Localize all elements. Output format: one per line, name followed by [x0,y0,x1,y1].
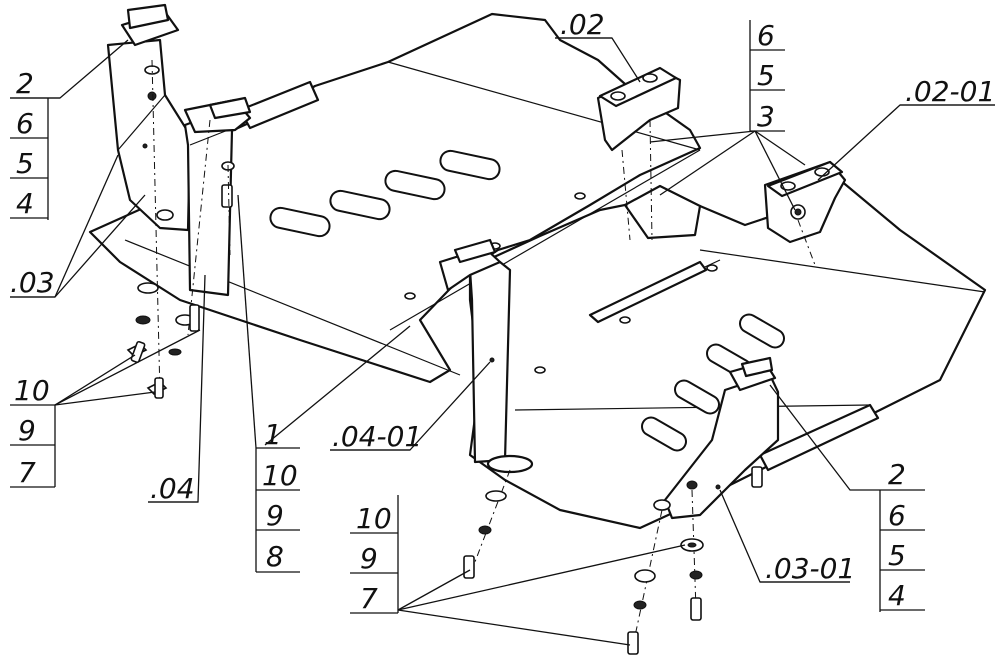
stack-right-3: 4 [888,579,906,612]
stack-top-left-1: 6 [16,107,34,140]
bracket-02 [596,66,702,240]
stack-top-left-3: 4 [16,187,34,220]
label-04: .04 [150,472,195,505]
bracket-03-01 [653,356,780,520]
stack-bottom-bolts-0: 10 [356,502,392,535]
stack-bottom-bolts-2: 7 [360,582,378,615]
stack-right-2: 5 [888,539,906,572]
label-03-01: .03-01 [765,552,855,585]
label-1: 1 [264,418,282,451]
stack-mid-bolts-0: 10 [262,459,298,492]
bracket-04 [183,96,252,297]
stack-top-left-0: 2 [16,67,34,100]
stack-top-mid-1: 5 [757,59,775,92]
bracket-02-01 [763,160,847,244]
stack-left-bolts-1: 9 [18,414,36,447]
stack-top-left-2: 5 [16,147,34,180]
stack-left-bolts-0: 10 [14,374,50,407]
stack-top-mid-0: 6 [757,19,775,52]
stack-right-1: 6 [888,499,906,532]
stack-mid-bolts-1: 9 [266,499,284,532]
hardware-left [126,282,200,399]
stack-top-mid-2: 3 [757,100,775,133]
label-02: .02 [560,8,605,41]
label-03: .03 [10,266,55,299]
stack-right-0: 2 [888,458,906,491]
stack-mid-bolts-2: 8 [266,540,284,573]
labels: .02 .02-01 .03 .03-01 .04 .04-01 1 2 6 5… [10,8,995,615]
label-04-01: .04-01 [332,420,422,453]
stack-left-bolts-2: 7 [18,456,36,489]
label-boxes [10,20,995,614]
label-02-01: .02-01 [905,75,995,108]
hardware-bottom [463,490,704,655]
bracket-03 [106,3,192,232]
stack-bottom-bolts-1: 9 [360,542,378,575]
